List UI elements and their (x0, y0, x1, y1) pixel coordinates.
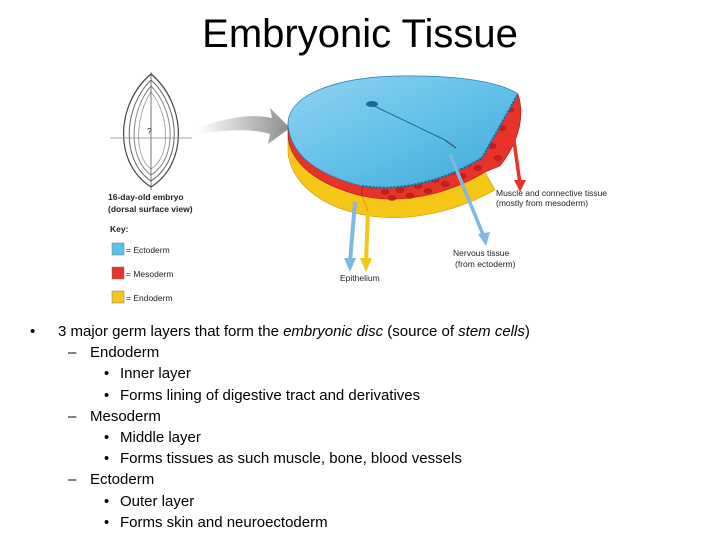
key-endoderm: = Endoderm (111, 290, 173, 304)
bullet-marker: • (30, 323, 36, 340)
intro-em-stem: stem cells (458, 323, 525, 340)
key-title: Key: (110, 224, 129, 234)
key-ectoderm: = Ectoderm (111, 242, 170, 256)
nervous-label-line2: (from ectoderm) (455, 259, 516, 269)
bullet-marker: • (104, 386, 110, 404)
key-mesoderm-label: = Mesoderm (126, 269, 173, 279)
key-mesoderm: = Mesoderm (111, 266, 173, 280)
layer-point-text: Inner layer (120, 365, 191, 383)
bullet-marker: • (104, 492, 110, 510)
layer-point: • Forms lining of digestive tract and de… (30, 385, 710, 406)
germ-layer-figure: ? 16-day-old embryo (dorsal surface view… (108, 72, 607, 304)
bullet-list: • 3 major germ layers that form the embr… (30, 321, 710, 533)
layer-point: • Forms tissues as such muscle, bone, bl… (30, 448, 710, 469)
bullet-marker: • (104, 365, 110, 383)
embryo-caption-line2: (dorsal surface view) (108, 204, 193, 214)
intro-em-disc: embryonic disc (283, 323, 384, 340)
layer-endoderm: – Endoderm (30, 342, 710, 363)
key-endoderm-label: = Endoderm (126, 293, 173, 303)
bullet-marker: • (104, 450, 110, 468)
dash-marker: – (68, 407, 77, 425)
layer-point-text: Outer layer (120, 492, 195, 510)
layer-point: • Forms skin and neuroectoderm (30, 512, 710, 533)
layer-point-text: Middle layer (120, 428, 201, 446)
bullet-marker: • (104, 428, 110, 446)
dash-marker: – (68, 344, 77, 362)
embryonic-disc-section (287, 75, 522, 218)
bullet-marker: • (104, 513, 110, 531)
intro-post: ) (524, 323, 530, 340)
slide-title: Embryonic Tissue (202, 12, 518, 56)
layer-ectoderm: – Ectoderm (30, 469, 710, 490)
muscle-label-line2: (mostly from mesoderm) (496, 198, 588, 208)
layer-point-text: Forms tissues as such muscle, bone, bloo… (120, 450, 462, 468)
muscle-arrow (508, 111, 526, 192)
layer-point-text: Forms lining of digestive tract and deri… (120, 386, 421, 404)
embryo-outline: ? (110, 72, 192, 190)
intro-mid: (source of (383, 323, 459, 340)
layer-point-text: Forms skin and neuroectoderm (120, 513, 328, 531)
embryo-mark: ? (147, 126, 152, 136)
intro-pre: 3 major germ layers that form the (58, 323, 284, 340)
layer-point: • Inner layer (30, 363, 710, 384)
bullet-intro: • 3 major germ layers that form the embr… (30, 321, 710, 342)
key-ectoderm-label: = Ectoderm (126, 245, 170, 255)
layer-name: Endoderm (90, 344, 160, 362)
layer-name: Ectoderm (90, 471, 155, 489)
layer-point: • Outer layer (30, 491, 710, 512)
layer-name: Mesoderm (90, 407, 161, 425)
epithelium-arrows (344, 201, 372, 272)
muscle-label-line1: Muscle and connective tissue (496, 188, 607, 198)
embryo-caption-line1: 16-day-old embryo (108, 192, 184, 202)
layer-mesoderm: – Mesoderm (30, 406, 710, 427)
layer-point: • Middle layer (30, 427, 710, 448)
dash-marker: – (68, 471, 77, 489)
nervous-label-line1: Nervous tissue (453, 248, 509, 258)
epithelium-label: Epithelium (340, 273, 380, 283)
nervous-tissue-arrow (448, 153, 490, 246)
bullet-intro-text: 3 major germ layers that form the embryo… (58, 321, 530, 342)
pointer-arrow (198, 108, 290, 144)
